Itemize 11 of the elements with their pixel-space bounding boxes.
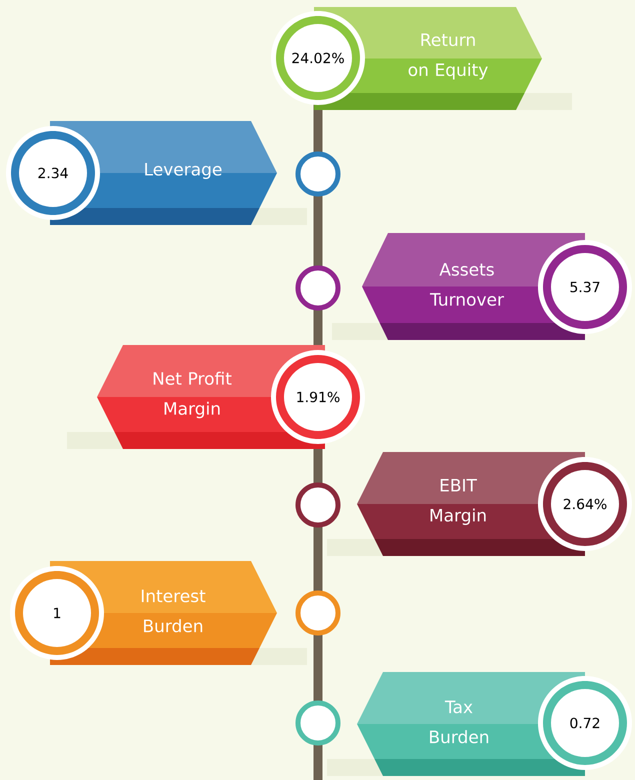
timeline-marker	[296, 700, 340, 746]
node-label: Margin	[164, 402, 220, 418]
timeline-marker	[296, 266, 340, 310]
node-label: Burden	[430, 730, 488, 744]
node-label: Burden	[144, 619, 202, 632]
node-label: on Equity	[408, 63, 488, 80]
node-label: Margin	[430, 508, 486, 525]
timeline-marker	[296, 482, 340, 528]
node-label: Turnover	[430, 293, 504, 306]
timeline-marker	[296, 590, 340, 636]
timeline-marker	[296, 152, 340, 196]
